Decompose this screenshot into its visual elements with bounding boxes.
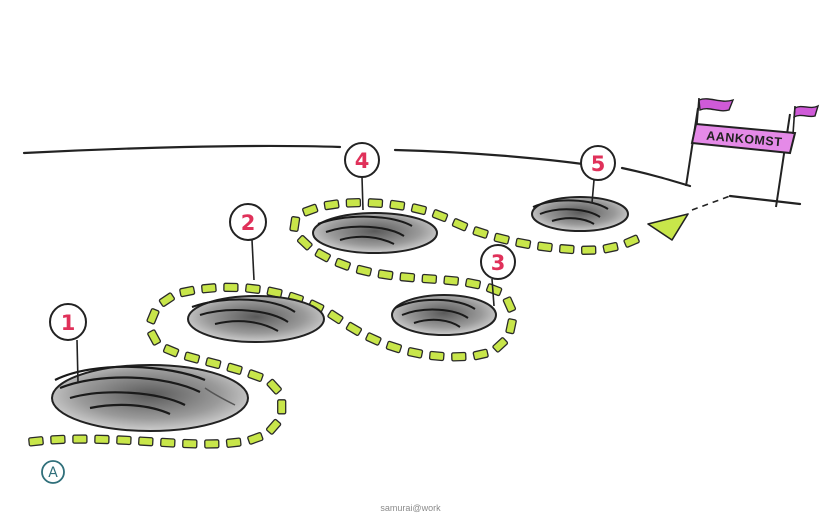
path-tile [385,340,403,354]
finish-gate: AANKOMST [685,97,820,208]
path-tile [410,203,427,216]
hole-5 [531,196,629,232]
path-tile [502,296,517,313]
hole-marker-1: 1 [49,303,87,383]
path-tile [536,241,553,253]
path-tile [431,209,449,223]
path-tile [443,275,460,286]
hole-5-number: 5 [591,152,606,176]
hole-1-number: 1 [61,311,76,335]
right-flag-icon [793,104,820,119]
path-tile [225,437,242,448]
path-tile [205,357,222,370]
path-tile [365,332,382,346]
hole-marker-5: 5 [580,145,616,204]
path-tile [314,248,331,263]
path-tile [623,234,640,248]
path-tile [377,269,394,281]
path-tile [485,283,503,297]
hole-1 [51,364,249,432]
path-tile [428,350,445,362]
hole-marker-2: 2 [229,203,267,281]
path-tile [158,292,176,307]
path-tile [515,237,532,250]
path-tile [266,378,282,395]
path-tile [204,439,220,449]
horizon-line [22,144,802,206]
path-tile [296,234,313,251]
path-tile [451,351,467,362]
path-tile [302,203,319,217]
path-tile [367,198,384,209]
path-arrowhead [647,195,731,241]
path-tile [179,285,196,298]
path-tile [146,308,160,325]
path-tile [327,309,344,325]
path-tile [147,329,162,346]
path-tile [265,418,282,435]
path-tile [472,348,489,361]
credit-text: samurai@work [380,503,441,513]
path-tile [505,318,517,335]
path-tile [201,283,217,294]
path-tile [451,218,469,232]
hole-3 [391,294,497,336]
path-tile [421,273,438,284]
left-flag-icon [698,98,735,112]
path-tile [345,321,363,336]
path-tile [493,232,510,245]
hole-4-number: 4 [355,149,370,173]
path-tile [138,436,154,447]
path-tile [160,437,176,448]
path-tile [277,399,287,415]
path-tile [72,434,88,444]
start-marker: A [41,460,65,484]
start-label: A [48,465,58,481]
path-tile [323,199,340,211]
holes-group [51,196,629,432]
finish-banner [690,122,797,155]
path-tile [116,435,132,446]
path-tile [355,264,372,277]
path-tile [247,369,264,382]
path-tile [389,199,406,211]
path-tile [183,351,201,364]
hole-marker-4: 4 [344,142,380,211]
path-tile [558,244,575,255]
path-tile [407,347,424,359]
path-tile [50,434,66,445]
path-tile [492,337,509,353]
finish-banner-text: AANKOMST [706,129,783,150]
hole-4 [312,212,438,254]
path-tile [223,282,239,293]
path-tile [289,216,301,232]
path-tile [244,283,261,294]
path-tile [226,362,243,375]
hole-3-number: 3 [491,251,506,275]
hole-2 [187,295,325,343]
path-tile [247,432,264,445]
path-tile [345,197,362,208]
hole-marker-3: 3 [480,244,516,307]
path-tile [162,344,180,358]
path-tile [472,226,489,239]
path-tile [399,272,416,283]
dashed-path [28,197,640,449]
path-tile [580,245,597,255]
path-tile [182,438,198,449]
hole-2-number: 2 [241,211,256,235]
path-tile [28,436,44,447]
path-tile [464,277,482,290]
path-tile [334,257,351,271]
path-tile [602,241,619,254]
path-tile [94,434,110,445]
